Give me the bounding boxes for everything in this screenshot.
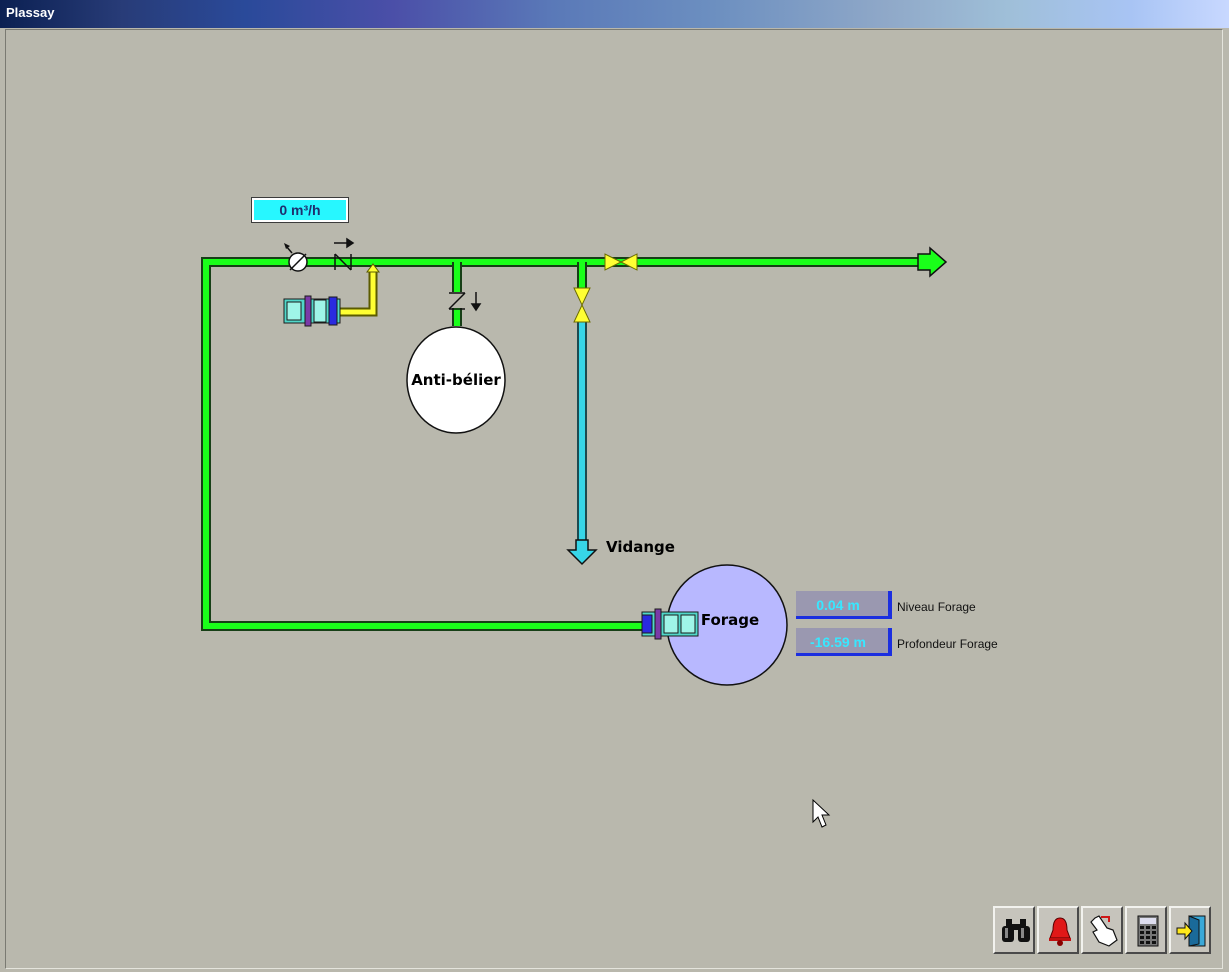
forage-pump-icon[interactable] <box>641 608 699 640</box>
window-title: Plassay <box>6 5 55 20</box>
outlet-arrow-icon <box>917 246 948 278</box>
forage-label: Forage <box>701 611 759 629</box>
booster-pump-pipe <box>338 263 380 317</box>
synoptic-frame <box>5 29 1223 969</box>
main-check-valve-icon <box>334 237 355 271</box>
antibelier-check-valve-icon <box>448 292 482 312</box>
mouse-cursor-icon <box>812 798 831 828</box>
search-button[interactable] <box>993 906 1035 954</box>
profondeur-forage-value: -16.59 m <box>796 628 892 656</box>
alarm-bell-icon <box>1049 917 1071 946</box>
niveau-forage-value: 0.04 m <box>796 591 892 619</box>
drain-valve-icon[interactable] <box>573 287 591 323</box>
window-titlebar[interactable]: Plassay <box>0 0 1229 28</box>
alarm-button[interactable] <box>1037 906 1079 954</box>
drain-label: Vidange <box>606 538 675 556</box>
binoculars-icon <box>1002 919 1030 942</box>
niveau-forage-label: Niveau Forage <box>897 600 976 614</box>
acknowledge-button[interactable] <box>1081 906 1123 954</box>
flow-rate-display: 0 m³/h <box>251 197 349 223</box>
hand-pointer-icon <box>1090 915 1118 947</box>
antibelier-label: Anti-bélier <box>411 371 501 389</box>
main-valve-icon[interactable] <box>604 253 638 271</box>
booster-pump-icon[interactable] <box>283 295 341 327</box>
calculator-icon <box>1137 915 1159 947</box>
flowmeter-icon <box>284 243 308 272</box>
antibelier-tank <box>406 326 506 434</box>
profondeur-forage-label: Profondeur Forage <box>897 637 998 651</box>
main-pipe <box>201 257 920 631</box>
drain-arrow-icon <box>566 539 598 566</box>
calculator-button[interactable] <box>1125 906 1167 954</box>
exit-button[interactable] <box>1169 906 1211 954</box>
exit-door-icon <box>1176 915 1206 947</box>
